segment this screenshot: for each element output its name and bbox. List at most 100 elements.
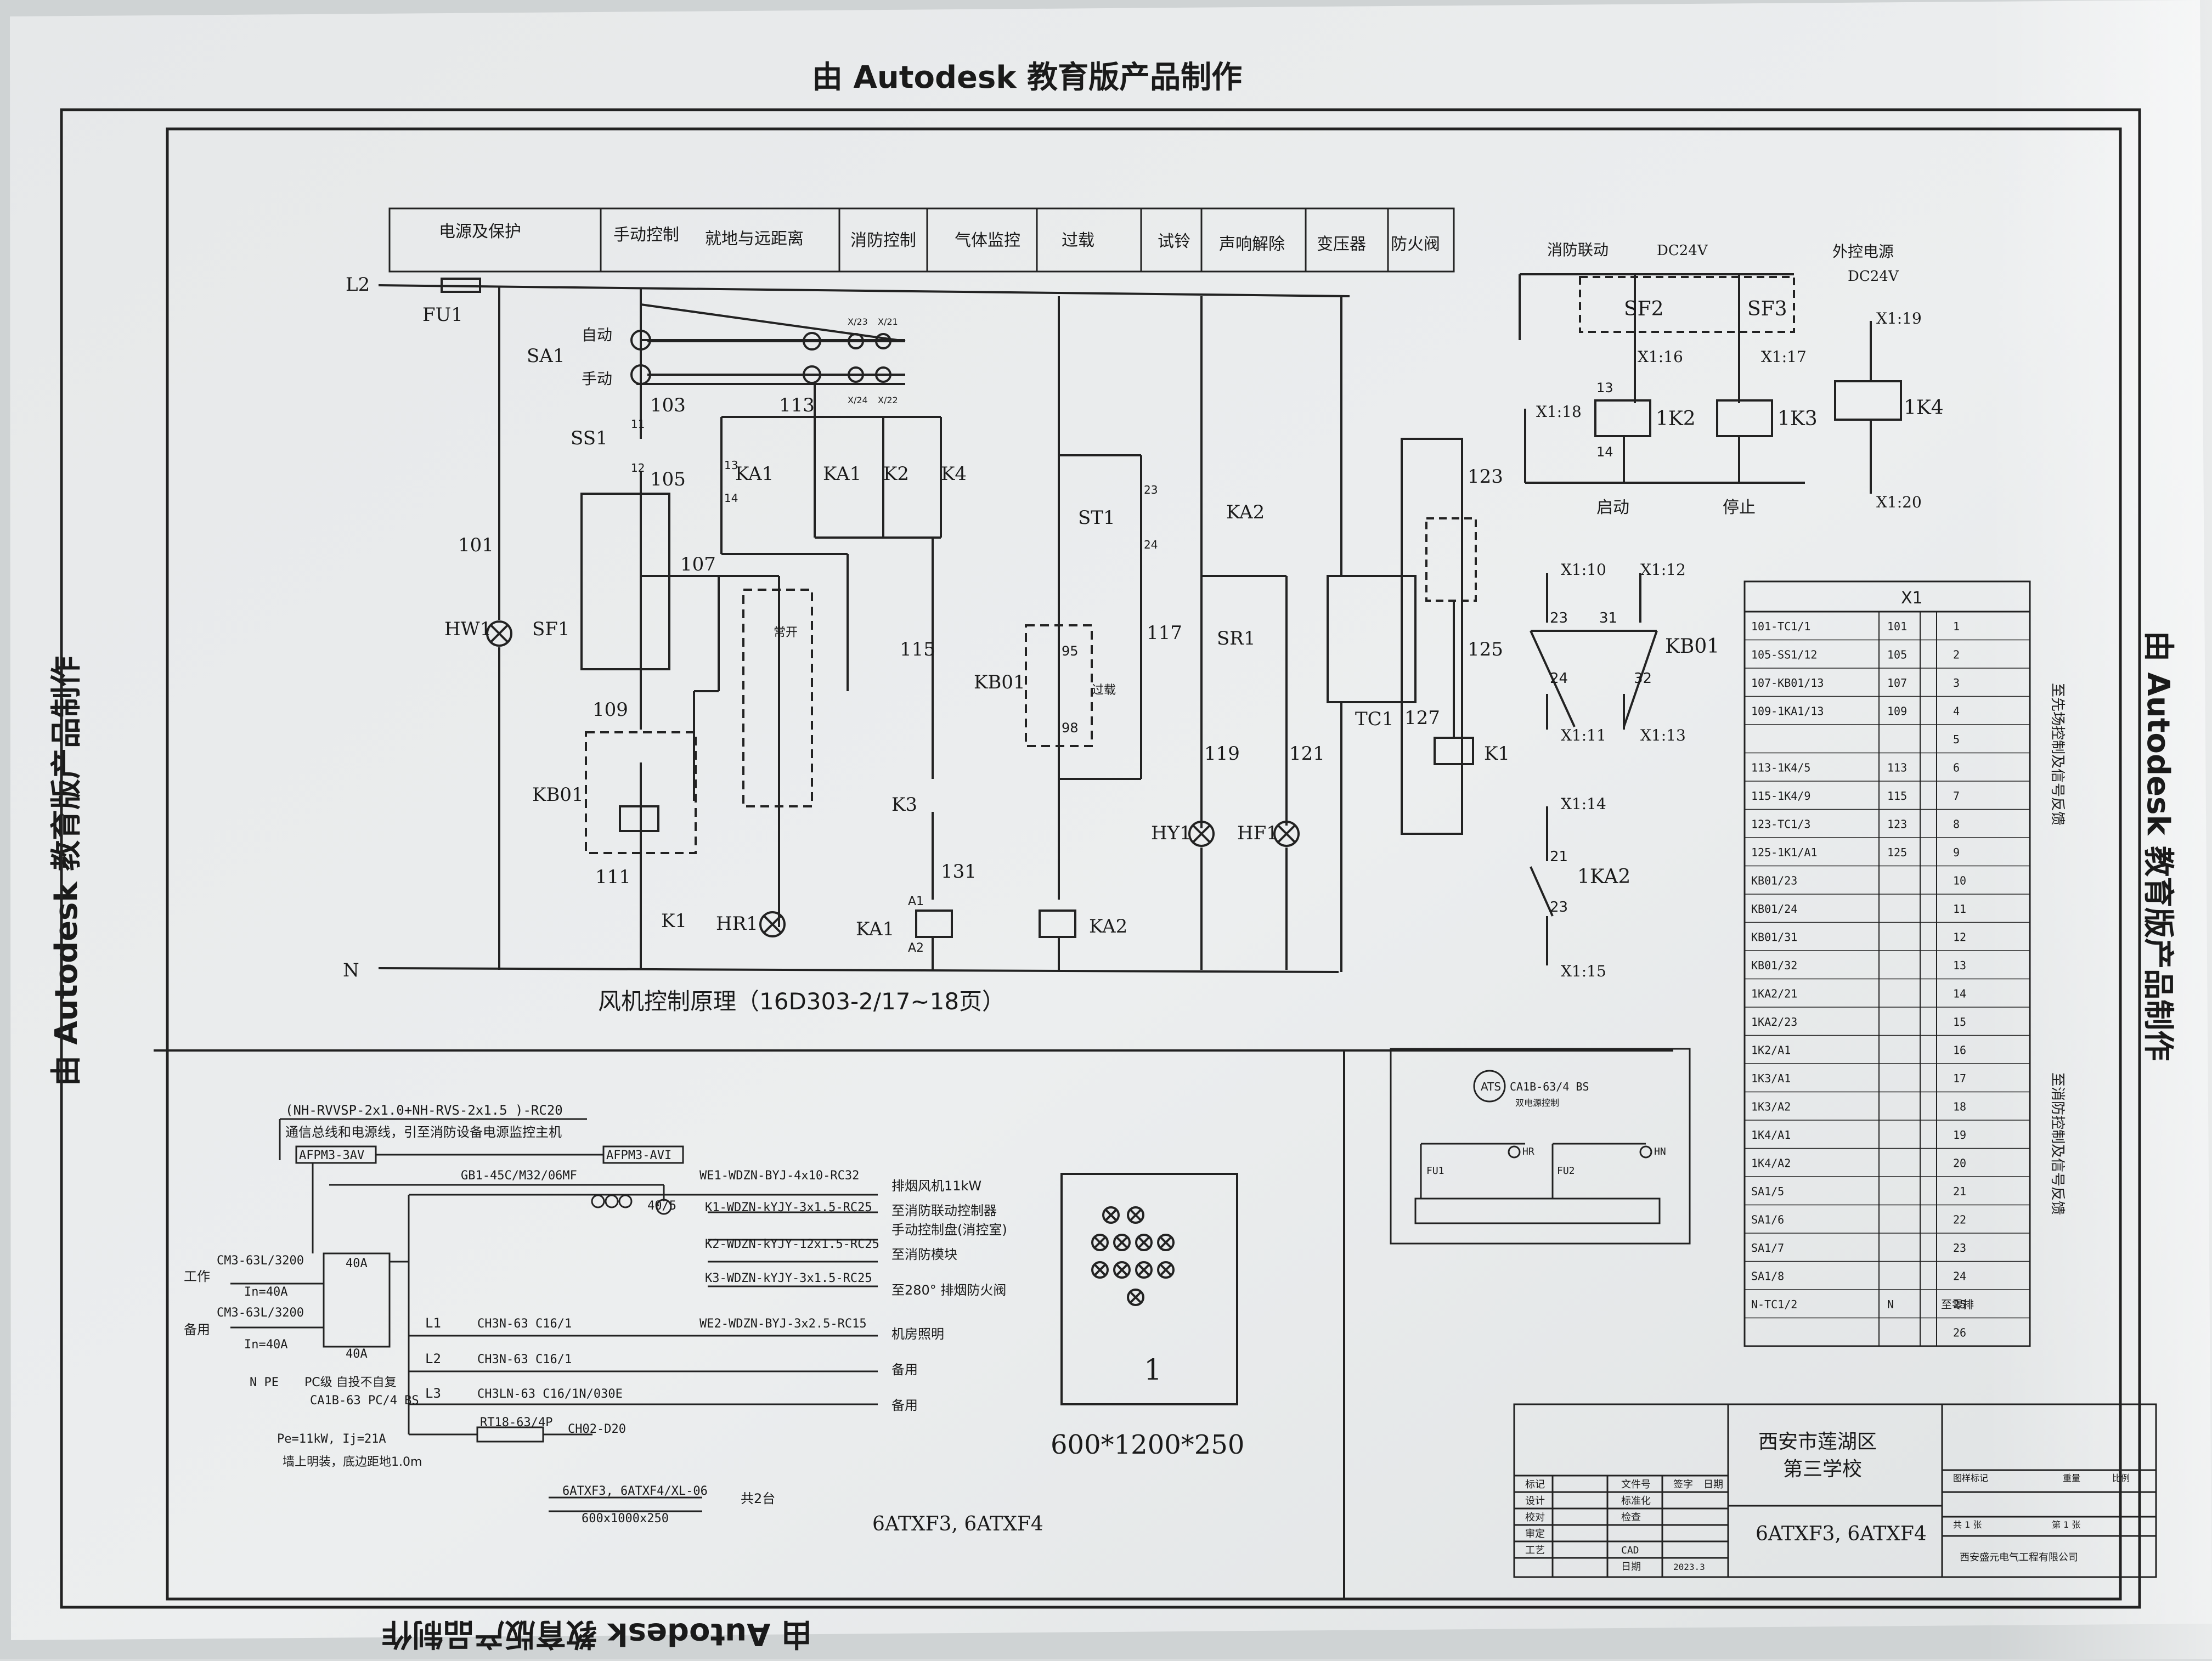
label-1KA2: 1KA2	[1577, 866, 1630, 888]
ats-note: 双电源控制	[1515, 1098, 1559, 1108]
label-SF3: SF3	[1747, 298, 1787, 320]
terminal-cell: 22	[1953, 1213, 1966, 1227]
terminal-cell: 10	[1953, 874, 1966, 888]
contact-A1: A1	[908, 895, 924, 908]
tab-damper: 防火阀	[1391, 235, 1440, 254]
label-K4: K4	[941, 463, 967, 485]
label-dc24v-1: DC24V	[1657, 242, 1708, 259]
label-K2: K2	[883, 463, 909, 485]
panel-lamp	[1157, 1234, 1175, 1251]
dest-fire-controller: 至消防联动控制器	[891, 1203, 997, 1218]
tab-transformer: 变压器	[1317, 235, 1366, 254]
contact-95: 95	[1062, 643, 1079, 659]
cable-bus: (NH-RVVSP-2x1.0+NH-RVS-2x1.5 )-RC20	[285, 1103, 563, 1118]
control-schematic	[378, 278, 1477, 973]
box-size: 600x1000x250	[582, 1512, 669, 1526]
term-X1-14: X1:14	[1561, 795, 1606, 813]
tab-silence: 声响解除	[1219, 235, 1285, 254]
label-HF1: HF1	[1237, 822, 1278, 844]
watermark-bottom: 由 Autodesk 教育版产品制作	[382, 1616, 812, 1652]
terminal-cell: 17	[1953, 1072, 1966, 1085]
label-rt18: RT18-63/4P	[480, 1416, 552, 1430]
term-X1-13: X1:13	[1640, 726, 1686, 744]
schematic-caption: 风机控制原理（16D303-2/17~18页）	[598, 988, 1005, 1015]
wire-119: 119	[1204, 743, 1240, 765]
contact-11: 11	[631, 417, 645, 431]
wire-117: 117	[1147, 622, 1182, 644]
label-KA1-a: KA1	[735, 463, 774, 485]
term-X1-17: X1:17	[1761, 348, 1807, 366]
label-ST1: ST1	[1078, 507, 1115, 529]
label-KB01-mid: KB01	[974, 671, 1025, 693]
col-file: 文件号	[1621, 1479, 1651, 1490]
label-auto: 自动	[582, 326, 612, 344]
terminal-cell: 125	[1887, 846, 1907, 859]
label-ext-power: 外控电源	[1832, 242, 1894, 261]
label-pe-load: Pe=11kW, Ij=21A	[277, 1432, 386, 1446]
terminal-cell: KB01/31	[1751, 931, 1797, 944]
terminal-cell: 4	[1953, 705, 1960, 718]
wire-111: 111	[595, 866, 631, 888]
watermark-top: 由 Autodesk 教育版产品制作	[812, 60, 1242, 95]
terminal-cell: SA1/7	[1751, 1241, 1784, 1255]
label-mount: 墙上明装，底边距地1.0m	[283, 1455, 422, 1469]
label-K1: K1	[661, 910, 687, 932]
panel-lamp	[1091, 1261, 1109, 1279]
ats-label: ATS	[1481, 1080, 1501, 1093]
terminal-cell: 13	[1953, 959, 1966, 972]
term-X1-12: X1:12	[1640, 561, 1686, 579]
cable-k3: K3-WDZN-kYJY-3x1.5-RC25	[705, 1272, 872, 1285]
label-manual: 手动	[582, 370, 612, 388]
label-SR1: SR1	[1217, 628, 1256, 649]
cm3-work: CM3-63L/3200	[217, 1254, 304, 1268]
contact-98: 98	[1062, 720, 1079, 736]
outer-frame	[60, 108, 2141, 1609]
wire-113: 113	[779, 394, 815, 416]
terminal-cell: N	[1887, 1298, 1894, 1311]
terminal-cell: 1K2/A1	[1751, 1044, 1791, 1057]
terminal-cell: N-TC1/2	[1751, 1298, 1797, 1311]
terminal-cell: 24	[1953, 1270, 1966, 1283]
cable-note: 通信总线和电源线，引至消防设备电源监控主机	[285, 1125, 562, 1140]
term-X1-20: X1:20	[1876, 493, 1922, 511]
role-design: 设计	[1525, 1495, 1545, 1507]
contact-X23: X/23	[848, 317, 868, 327]
company-name: 西安盛元电气工程有限公司	[1960, 1552, 2078, 1563]
tab-local-remote: 就地与远距离	[705, 229, 804, 248]
fire-linkage-circuit	[1519, 273, 1902, 965]
label-HY1: HY1	[1151, 822, 1192, 844]
drawing-number: 6ATXF3, 6ATXF4	[1756, 1523, 1927, 1545]
label-SS1: SS1	[571, 427, 608, 449]
terminal-cell: 1KA2/21	[1751, 987, 1797, 1001]
label-K3: K3	[891, 794, 917, 816]
wire-125: 125	[1468, 639, 1503, 660]
label-date: 日期	[1621, 1561, 1641, 1573]
dest-spare-2: 备用	[891, 1398, 918, 1413]
col-date: 日期	[1703, 1479, 1723, 1490]
panel-size: 600*1200*250	[1051, 1430, 1244, 1460]
panel-lamp	[1102, 1206, 1120, 1224]
terminal-cell: 1K4/A1	[1751, 1128, 1791, 1142]
breaker-L2: CH3N-63 C16/1	[477, 1353, 572, 1366]
contact-X21: X/21	[878, 317, 898, 327]
terminal-cell: 19	[1953, 1128, 1966, 1142]
label-40a-1: 40A	[346, 1257, 368, 1270]
box-count: 共2台	[741, 1491, 775, 1506]
label-ca1b: CA1B-63 PC/4 BS	[310, 1394, 419, 1408]
role-approve: 审定	[1525, 1528, 1545, 1540]
terminal-cell: SA1/5	[1751, 1185, 1784, 1198]
panel-lamp	[1157, 1261, 1175, 1279]
ka2-c23: 23	[1550, 899, 1568, 916]
panel-lamp	[1113, 1234, 1131, 1251]
role-check: 校对	[1525, 1512, 1545, 1523]
wire-115: 115	[900, 639, 935, 660]
label-40a-2: 40A	[346, 1347, 368, 1361]
label-stage: 图样标记	[1953, 1473, 1988, 1483]
kb01-c32: 32	[1634, 670, 1652, 687]
terminal-cell: 101	[1887, 620, 1907, 633]
label-FU1: FU1	[422, 304, 463, 326]
paper-sheet	[10, 0, 2212, 1640]
kb01-c24: 24	[1550, 670, 1568, 687]
panel-lamp	[1113, 1261, 1131, 1279]
